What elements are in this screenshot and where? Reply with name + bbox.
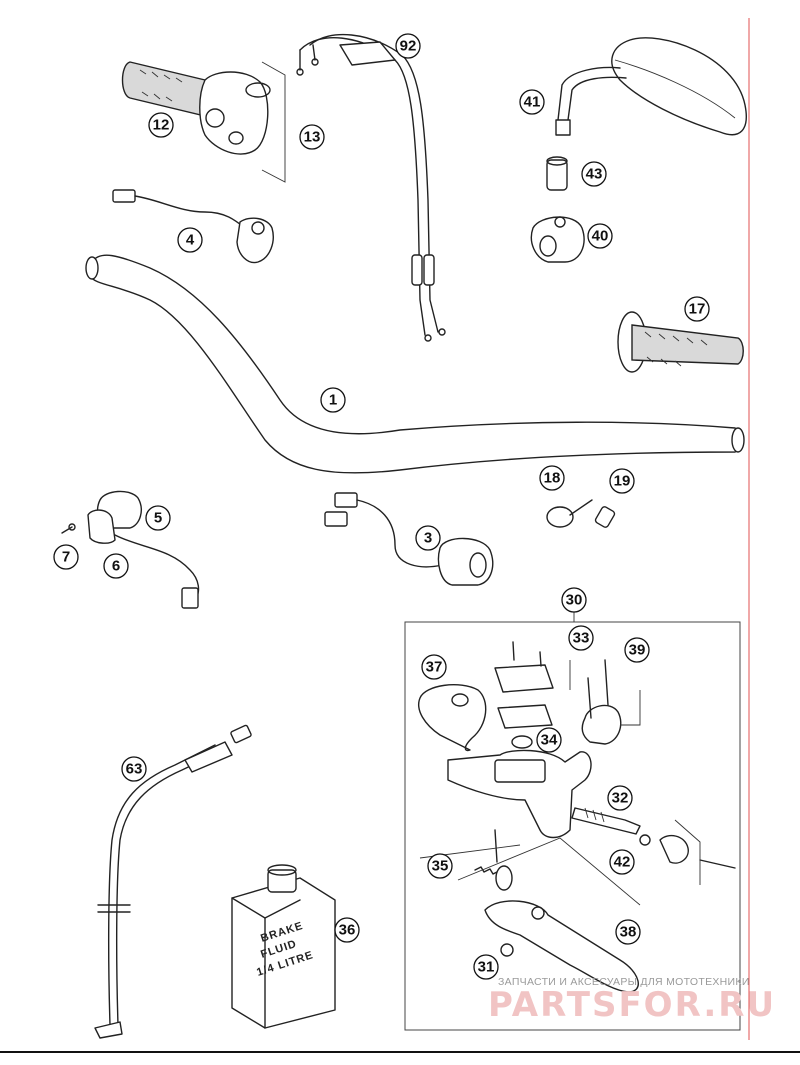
svg-text:7: 7 xyxy=(62,549,70,566)
callout-30: 30 xyxy=(561,587,587,613)
light-switch xyxy=(324,492,494,586)
svg-text:4: 4 xyxy=(186,232,195,249)
svg-text:33: 33 xyxy=(573,630,590,647)
svg-text:39: 39 xyxy=(629,642,646,659)
callout-34: 34 xyxy=(536,727,562,753)
watermark-caption: ЗАПЧАСТИ И АКСЕСУАРЫ ДЛЯ МОТОТЕХНИКИ xyxy=(498,976,750,988)
svg-text:92: 92 xyxy=(400,38,417,55)
svg-text:34: 34 xyxy=(541,732,558,749)
callout-35: 35 xyxy=(427,853,453,879)
svg-text:40: 40 xyxy=(592,228,609,245)
svg-text:38: 38 xyxy=(620,924,637,941)
callout-37: 37 xyxy=(421,654,447,680)
svg-text:5: 5 xyxy=(154,510,162,527)
mirror-clamp xyxy=(530,216,585,263)
svg-text:1: 1 xyxy=(329,392,337,409)
svg-text:31: 31 xyxy=(478,959,495,976)
throttle-cables xyxy=(296,33,446,342)
kill-switch xyxy=(112,189,274,264)
mirror-adapter xyxy=(546,156,568,191)
callout-39: 39 xyxy=(624,637,650,663)
svg-text:3: 3 xyxy=(424,530,432,547)
svg-text:35: 35 xyxy=(432,858,449,875)
svg-text:63: 63 xyxy=(126,761,143,778)
svg-text:41: 41 xyxy=(524,94,541,111)
left-grip xyxy=(617,311,744,373)
callout-5: 5 xyxy=(145,505,171,531)
svg-text:37: 37 xyxy=(426,659,443,676)
svg-text:6: 6 xyxy=(112,558,120,575)
callout-31: 31 xyxy=(473,954,499,980)
cable-tie xyxy=(546,499,593,528)
callout-63: 63 xyxy=(121,756,147,782)
callout-3: 3 xyxy=(415,525,441,551)
mirror xyxy=(555,37,747,136)
svg-text:36: 36 xyxy=(339,922,356,939)
callout-36: 36 xyxy=(334,917,360,943)
handlebar xyxy=(85,254,745,474)
callout-33: 33 xyxy=(568,625,594,651)
throttle-grip xyxy=(121,61,214,117)
watermark-logo: PARTSFOR.RU xyxy=(488,985,776,1025)
callout-40: 40 xyxy=(587,223,613,249)
callout-43: 43 xyxy=(581,161,607,187)
callout-41: 41 xyxy=(519,89,545,115)
cable-sleeve xyxy=(594,506,616,528)
callout-12: 12 xyxy=(148,112,174,138)
svg-text:18: 18 xyxy=(544,470,561,487)
svg-text:30: 30 xyxy=(566,592,583,609)
callout-19: 19 xyxy=(609,468,635,494)
throttle-housing xyxy=(199,61,286,183)
svg-text:32: 32 xyxy=(612,790,629,807)
callout-7: 7 xyxy=(53,544,79,570)
callout-1: 1 xyxy=(320,387,346,413)
callout-17: 17 xyxy=(684,296,710,322)
left-switch-assembly xyxy=(61,490,200,609)
callout-4: 4 xyxy=(177,227,203,253)
brake-line xyxy=(94,724,252,1039)
callout-92: 92 xyxy=(395,33,421,59)
callout-38: 38 xyxy=(615,919,641,945)
svg-text:17: 17 xyxy=(689,301,706,318)
master-cylinder-assembly xyxy=(418,641,736,993)
svg-text:12: 12 xyxy=(153,117,170,134)
svg-text:19: 19 xyxy=(614,473,631,490)
callout-6: 6 xyxy=(103,553,129,579)
brake-fluid-bottle xyxy=(231,864,336,1029)
master-cylinder-group-box xyxy=(404,621,741,1031)
callout-18: 18 xyxy=(539,465,565,491)
callout-13: 13 xyxy=(299,124,325,150)
callout-42: 42 xyxy=(609,849,635,875)
svg-text:42: 42 xyxy=(614,854,631,871)
svg-text:13: 13 xyxy=(304,129,321,146)
callout-32: 32 xyxy=(607,785,633,811)
svg-text:43: 43 xyxy=(586,166,603,183)
